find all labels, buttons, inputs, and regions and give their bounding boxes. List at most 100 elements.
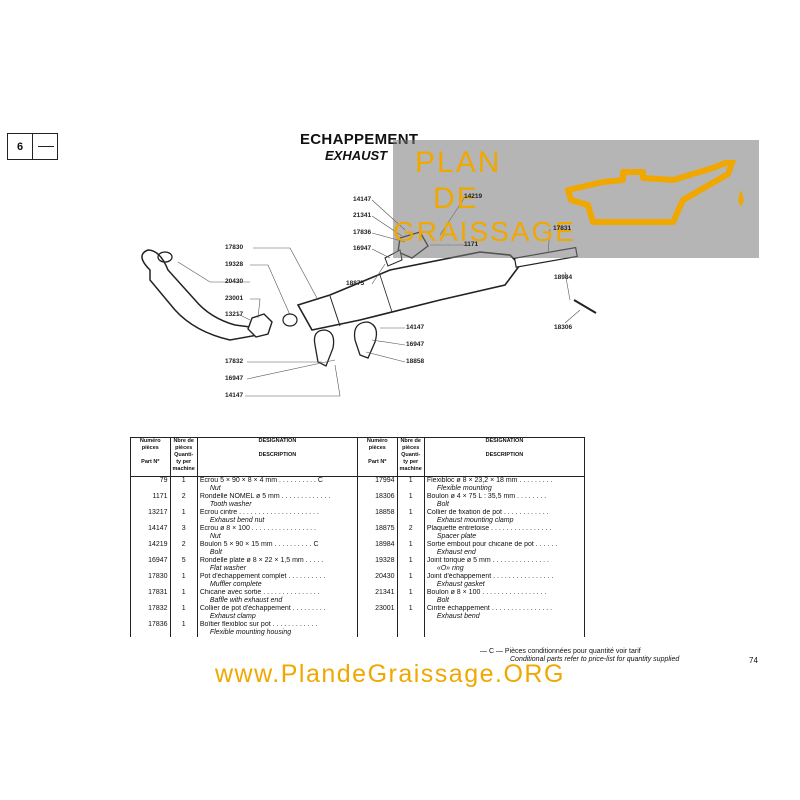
designation-en: Flexible mounting (436, 485, 492, 492)
header-designation: DÉSIGNATION (485, 438, 524, 444)
part-number-cell: 17836 (130, 621, 171, 637)
designation-en: Exhaust gasket (436, 581, 485, 588)
quantity-cell: 1 (396, 541, 425, 557)
designation-fr: Plaquette entretoise . . . . . . . . . .… (426, 525, 552, 532)
conditional-note-fr: Pièces conditionnées pour quantité voir … (504, 648, 641, 655)
exhaust-bend-shape (141, 249, 259, 341)
part-number-cell: 17994 (357, 476, 398, 493)
part-number-cell: 18875 (357, 525, 398, 541)
designation-en: Nut (209, 485, 221, 492)
designation-cell: Sortie embout pour chicane de pot . . . … (423, 541, 586, 557)
quantity-cell: 1 (169, 573, 198, 589)
diagram-label: 13217 (225, 311, 244, 318)
watermark-banner: PLAN DE GRAISSAGE (393, 140, 759, 258)
part-number-cell: 14147 (130, 525, 171, 541)
part-number-cell: 1171 (130, 493, 171, 509)
quantity-cell (396, 621, 425, 637)
designation-cell: Joint torique ø 5 mm . . . . . . . . . .… (423, 557, 586, 573)
diagram-label: 18984 (554, 274, 573, 281)
designation-cell: Boulon ø 4 × 75 L : 35,5 mm . . . . . . … (423, 493, 586, 509)
oil-can-icon (565, 160, 744, 225)
quantity-cell: 1 (396, 605, 425, 621)
designation-en: Tooth washer (209, 501, 252, 508)
part-number-cell (357, 621, 398, 637)
header-quantity: Nbre de pièces Quanti-ty per machine (172, 438, 195, 472)
designation-cell (423, 621, 586, 637)
part-number-cell: 79 (130, 476, 171, 493)
section-number: 6 (8, 134, 33, 159)
o-ring-shape (282, 313, 298, 327)
designation-cell: Rondelle plate ø 8 × 22 × 1,5 mm . . . .… (196, 557, 358, 573)
muffler-shape (296, 251, 522, 331)
section-dash (38, 146, 54, 147)
designation-en: Flexible mounting housing (209, 629, 292, 636)
designation-en: Bolt (436, 501, 449, 508)
designation-fr: Cintre échappement . . . . . . . . . . .… (426, 605, 553, 612)
diagram-label: 14147 (406, 324, 425, 331)
header-part-no-en: Part Nº (141, 459, 160, 465)
diagram-label: 18875 (346, 280, 365, 287)
designation-fr: Rondelle plate ø 8 × 22 × 1,5 mm . . . .… (199, 557, 324, 564)
part-number-cell: 17832 (130, 605, 171, 621)
part-number-cell: 18858 (357, 509, 398, 525)
part-number-cell: 20430 (357, 573, 398, 589)
diagram-label: 14219 (464, 193, 483, 200)
designation-en: Bolt (436, 597, 449, 604)
quantity-cell: 1 (169, 476, 198, 493)
conditional-note-en: Conditional parts refer to price-list fo… (510, 656, 680, 663)
diagram-label: 1171 (464, 241, 479, 248)
designation-fr: Collier de fixation de pot . . . . . . .… (426, 509, 549, 516)
header-description: DESCRIPTION (258, 452, 297, 458)
designation-fr: Joint d'échappement . . . . . . . . . . … (426, 573, 554, 580)
bolt-shape (573, 299, 597, 314)
watermark-line1: PLAN (415, 146, 502, 179)
diagram-label: 16947 (406, 341, 425, 348)
page-title-fr: ECHAPPEMENT (300, 131, 419, 148)
designation-cell: Cintre échappement . . . . . . . . . . .… (423, 605, 586, 621)
designation-fr: Boulon ø 4 × 75 L : 35,5 mm . . . . . . … (426, 493, 547, 500)
diagram-label: 14147 (225, 392, 244, 399)
designation-fr: Boulon ø 8 × 100 . . . . . . . . . . . .… (426, 589, 547, 596)
diagram-label: 17830 (225, 244, 244, 251)
diagram-label: 23001 (225, 295, 244, 302)
designation-cell: Pot d'échappement complet . . . . . . . … (196, 573, 358, 589)
diagram-label: 17831 (553, 225, 572, 232)
designation-cell: Écrou ø 8 × 100 . . . . . . . . . . . . … (196, 525, 358, 541)
designation-fr: Ecrou 5 × 90 × 8 × 4 mm . . . . . . . . … (199, 477, 323, 484)
designation-cell: Flexibloc ø 8 × 23,2 × 18 mm . . . . . .… (423, 476, 586, 493)
header-quantity: Nbre de pièces Quanti-ty per machine (399, 438, 422, 472)
header-part-no-en: Part Nº (368, 459, 387, 465)
designation-en: Exhaust end (436, 549, 476, 556)
gasket-shape (157, 251, 173, 263)
page-number: 74 (749, 656, 758, 665)
part-number-cell: 16947 (130, 557, 171, 573)
designation-en: Exhaust bend (436, 613, 480, 620)
designation-cell: Plaquette entretoise . . . . . . . . . .… (423, 525, 586, 541)
designation-en: «O» ring (436, 565, 464, 572)
part-number-cell: 21341 (357, 589, 398, 605)
diagram-label: 16947 (225, 375, 244, 382)
designation-fr: Boulon 5 × 90 × 15 mm . . . . . . . . . … (199, 541, 319, 548)
quantity-cell: 1 (169, 621, 198, 637)
part-number-cell: 19328 (357, 557, 398, 573)
watermark-line2: DE (433, 182, 479, 215)
diagram-label: 16947 (353, 245, 372, 252)
designation-fr: Rondelle NOMEL ø 5 mm . . . . . . . . . … (199, 493, 331, 500)
designation-fr: Boîtier flexibloc sur pot . . . . . . . … (199, 621, 318, 628)
quantity-cell: 2 (169, 493, 198, 509)
exhaust-clamp-shape (313, 329, 335, 367)
designation-en: Spacer plate (436, 533, 477, 540)
part-number-cell: 18306 (357, 493, 398, 509)
designation-cell: Boulon 5 × 90 × 15 mm . . . . . . . . . … (196, 541, 358, 557)
designation-cell: Ecrou 5 × 90 × 8 × 4 mm . . . . . . . . … (196, 476, 358, 493)
designation-cell: Boulon ø 8 × 100 . . . . . . . . . . . .… (423, 589, 586, 605)
quantity-cell: 1 (396, 589, 425, 605)
designation-en: Exhaust clamp (209, 613, 256, 620)
